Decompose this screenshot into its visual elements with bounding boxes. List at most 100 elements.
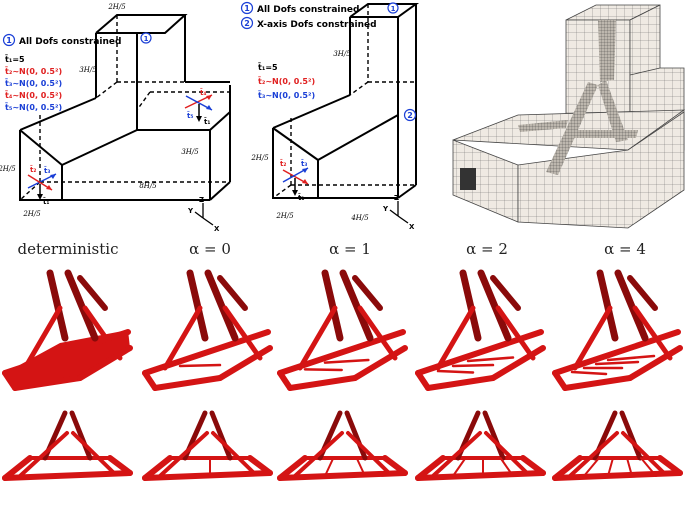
load-legend-item: t̄₁=5 [5, 54, 25, 64]
structure-beam [552, 370, 568, 391]
structure-brace [621, 431, 667, 476]
structure-column [477, 269, 512, 342]
dim-length: 4H/5 [350, 214, 369, 222]
structure-beam [415, 370, 431, 391]
arrow-label-t1: t̄₁ [43, 197, 49, 206]
tower-constraint-badge [140, 32, 152, 44]
structure-strut [324, 457, 335, 477]
hidden-edges [19, 15, 230, 201]
constraint-badge-1 [2, 33, 16, 47]
dim-top-height: 3H/5 [333, 50, 351, 58]
structure-strut [570, 370, 608, 376]
structure-beam [382, 455, 408, 476]
structure-beam [2, 370, 18, 391]
structure-brace [71, 431, 117, 476]
structure-column [614, 269, 649, 342]
structure-strut [451, 363, 495, 368]
structure-strut [606, 354, 656, 362]
arrow-label-t3: t̄₃ [44, 166, 50, 175]
structure-brace [297, 305, 338, 371]
structure-column [77, 275, 108, 311]
structure-brace [632, 305, 673, 361]
arrow-label-t5: t̄₅ [187, 111, 193, 120]
structure-brace [357, 305, 398, 361]
structure-column [64, 269, 99, 342]
constraint-badge-1-number: 1 [6, 36, 12, 45]
dim-front-width: 2H/5 [275, 212, 294, 220]
axes-triad [194, 203, 214, 226]
axis-x-label: X [409, 223, 415, 231]
structure-strut [452, 457, 467, 477]
structure-strut [499, 457, 514, 477]
structure-beam [657, 455, 683, 476]
structure-beam [415, 455, 446, 481]
dim-top-width: 2H/5 [107, 3, 126, 11]
structure-strut [583, 457, 600, 477]
dim-front-width: 2H/5 [22, 210, 41, 218]
structure-beam [142, 455, 173, 481]
front-load-arrows [27, 173, 57, 200]
legend-text-1: All Dofs constrained [257, 5, 359, 15]
structure-strut [640, 457, 657, 477]
structure-beam [562, 375, 633, 391]
structure-beam [287, 375, 358, 391]
column-labels: deterministic α = 0 α = 1 α = 2 α = 4 [0, 240, 685, 268]
l-shape-outline [272, 2, 420, 199]
side-constraint-badge-number: 2 [407, 111, 413, 120]
structure-strut [303, 368, 343, 372]
structure-strut [178, 363, 222, 368]
hidden-edges [272, 4, 416, 199]
structure-brace [82, 305, 123, 361]
structure-beam [552, 470, 683, 481]
structure-beam [277, 455, 308, 481]
arm-load-arrows [184, 94, 213, 122]
structure-beam [520, 455, 546, 476]
arrow-label-t3: t̄₃ [301, 159, 307, 168]
load-legend-item: t̄₄∼N(0, 0.5²) [5, 90, 63, 100]
column-label-deterministic: deterministic [17, 240, 119, 258]
dim-front-height: 2H/5 [250, 154, 269, 162]
structure-brace [162, 305, 203, 371]
structure-column [459, 269, 482, 342]
structure-brace [495, 305, 536, 361]
structure-strut [594, 360, 640, 366]
dim-right-height: 3H/5 [181, 148, 199, 156]
structure-strut [607, 457, 614, 477]
load-legend-item: t̄₅∼N(0, 0.5²) [5, 102, 63, 112]
structure-brace [18, 431, 69, 478]
axis-x-label: X [214, 225, 220, 233]
axes-triad [389, 201, 409, 224]
load-legend-item: t̄₃∼N(0, 0.5²) [258, 90, 316, 100]
loads-legend: t̄₁=5 t̄₂∼N(0, 0.5²) t̄₃∼N(0, 0.5²) t̄₄∼… [5, 54, 63, 112]
mesh-render [452, 4, 685, 229]
structure-beam [415, 470, 546, 481]
column-label-alpha-2: α = 2 [466, 240, 508, 258]
dim-length: 8H/5 [139, 182, 157, 190]
structure-strut [323, 358, 370, 364]
structure-brace [211, 431, 257, 476]
structure-brace [293, 431, 344, 478]
structure-column [344, 410, 368, 461]
structure-beam [142, 470, 273, 481]
load-legend-item: t̄₂∼N(0, 0.5²) [258, 76, 316, 86]
structure-beam [2, 455, 33, 481]
structure-strut [355, 457, 366, 477]
structure-column [627, 275, 658, 311]
structure-brace [158, 431, 209, 478]
constraint-legend-text: All Dofs constrained [19, 37, 121, 47]
dim-front-height: 2H/5 [0, 165, 16, 173]
load-legend-item: t̄₂∼N(0, 0.5²) [5, 66, 63, 76]
structure-beam [107, 455, 133, 476]
structure-brace [484, 431, 530, 476]
structure-column [490, 275, 521, 311]
structure-beam [247, 455, 273, 476]
legend-text-2: X-axis Dofs constrained [257, 20, 377, 30]
structure-beam [2, 470, 133, 481]
arrow-label-t4: t̄₄ [200, 88, 206, 97]
structure-beam [627, 345, 683, 381]
structure-column [69, 410, 93, 461]
structure-brace [572, 305, 613, 371]
structure-column [204, 269, 239, 342]
column-label-alpha-1: α = 1 [329, 240, 371, 258]
structure-beam [425, 375, 496, 391]
